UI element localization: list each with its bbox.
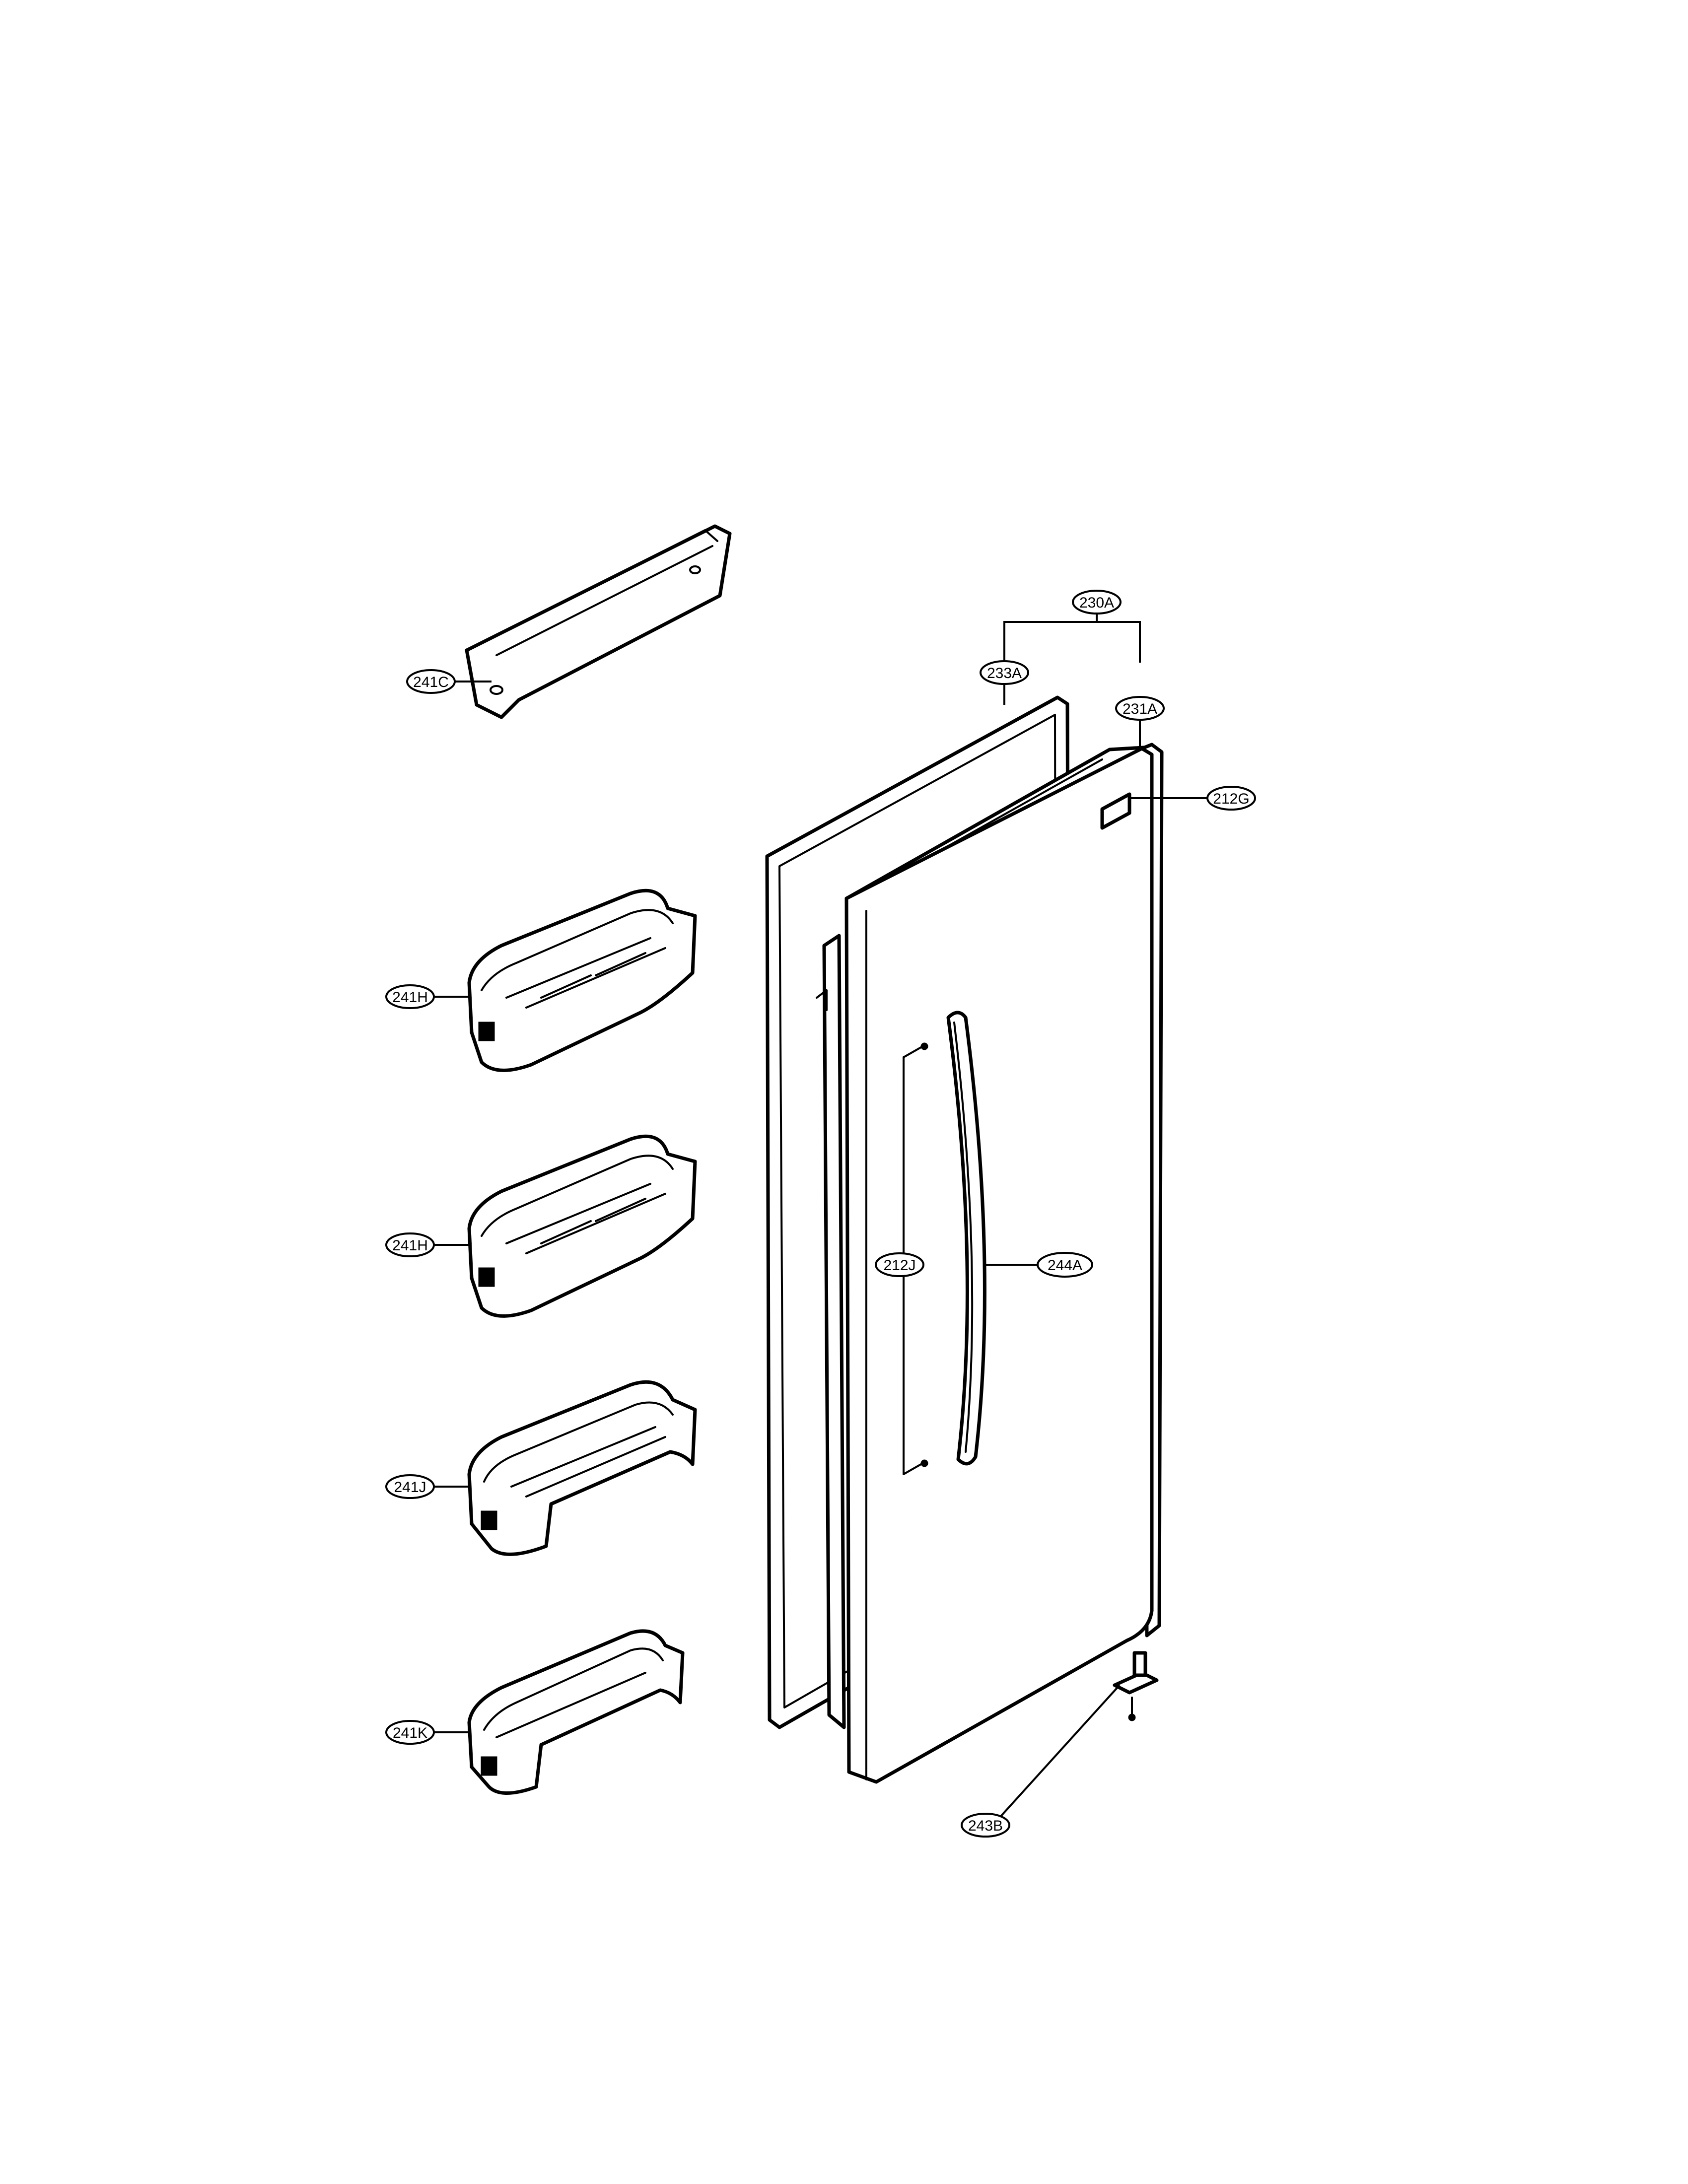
callout-241H-bottom-text: 241H (392, 1237, 428, 1254)
part-241C-guide-bar (465, 524, 732, 719)
callout-241C: 241C (406, 669, 456, 694)
callout-212G-text: 212G (1213, 791, 1249, 807)
callout-241K: 241K (385, 1720, 435, 1745)
callout-241K-text: 241K (393, 1725, 427, 1741)
callout-241H-top: 241H (385, 984, 435, 1009)
part-241K-bin (467, 1629, 685, 1795)
callout-233A-text: 233A (987, 665, 1022, 682)
part-door-liner (816, 934, 846, 1729)
callout-243B: 243B (961, 1813, 1010, 1838)
callout-231A-text: 231A (1123, 701, 1157, 717)
callout-233A: 233A (980, 660, 1029, 685)
callout-244A: 244A (1037, 1252, 1093, 1278)
callout-244A-text: 244A (1048, 1257, 1082, 1274)
callout-241H-top-text: 241H (392, 989, 428, 1006)
part-241H-bin-bottom (467, 1134, 697, 1318)
callout-241C-text: 241C (413, 674, 449, 690)
callout-241J-text: 241J (394, 1479, 426, 1496)
part-241J-bin (467, 1380, 697, 1556)
callout-230A: 230A (1072, 590, 1122, 614)
callout-230A-text: 230A (1079, 595, 1114, 611)
callout-212J-text: 212J (883, 1257, 915, 1274)
part-243B-lower-hinge (1113, 1651, 1159, 1721)
part-241H-bin-top (467, 888, 697, 1072)
part-244A-door-handle (946, 1011, 986, 1466)
callout-241H-bottom: 241H (385, 1232, 435, 1257)
callout-212J: 212J (875, 1252, 924, 1277)
callout-243B-text: 243B (968, 1818, 1003, 1834)
callout-241J: 241J (385, 1474, 435, 1499)
callout-212G: 212G (1206, 786, 1256, 811)
callout-231A: 231A (1115, 696, 1165, 721)
